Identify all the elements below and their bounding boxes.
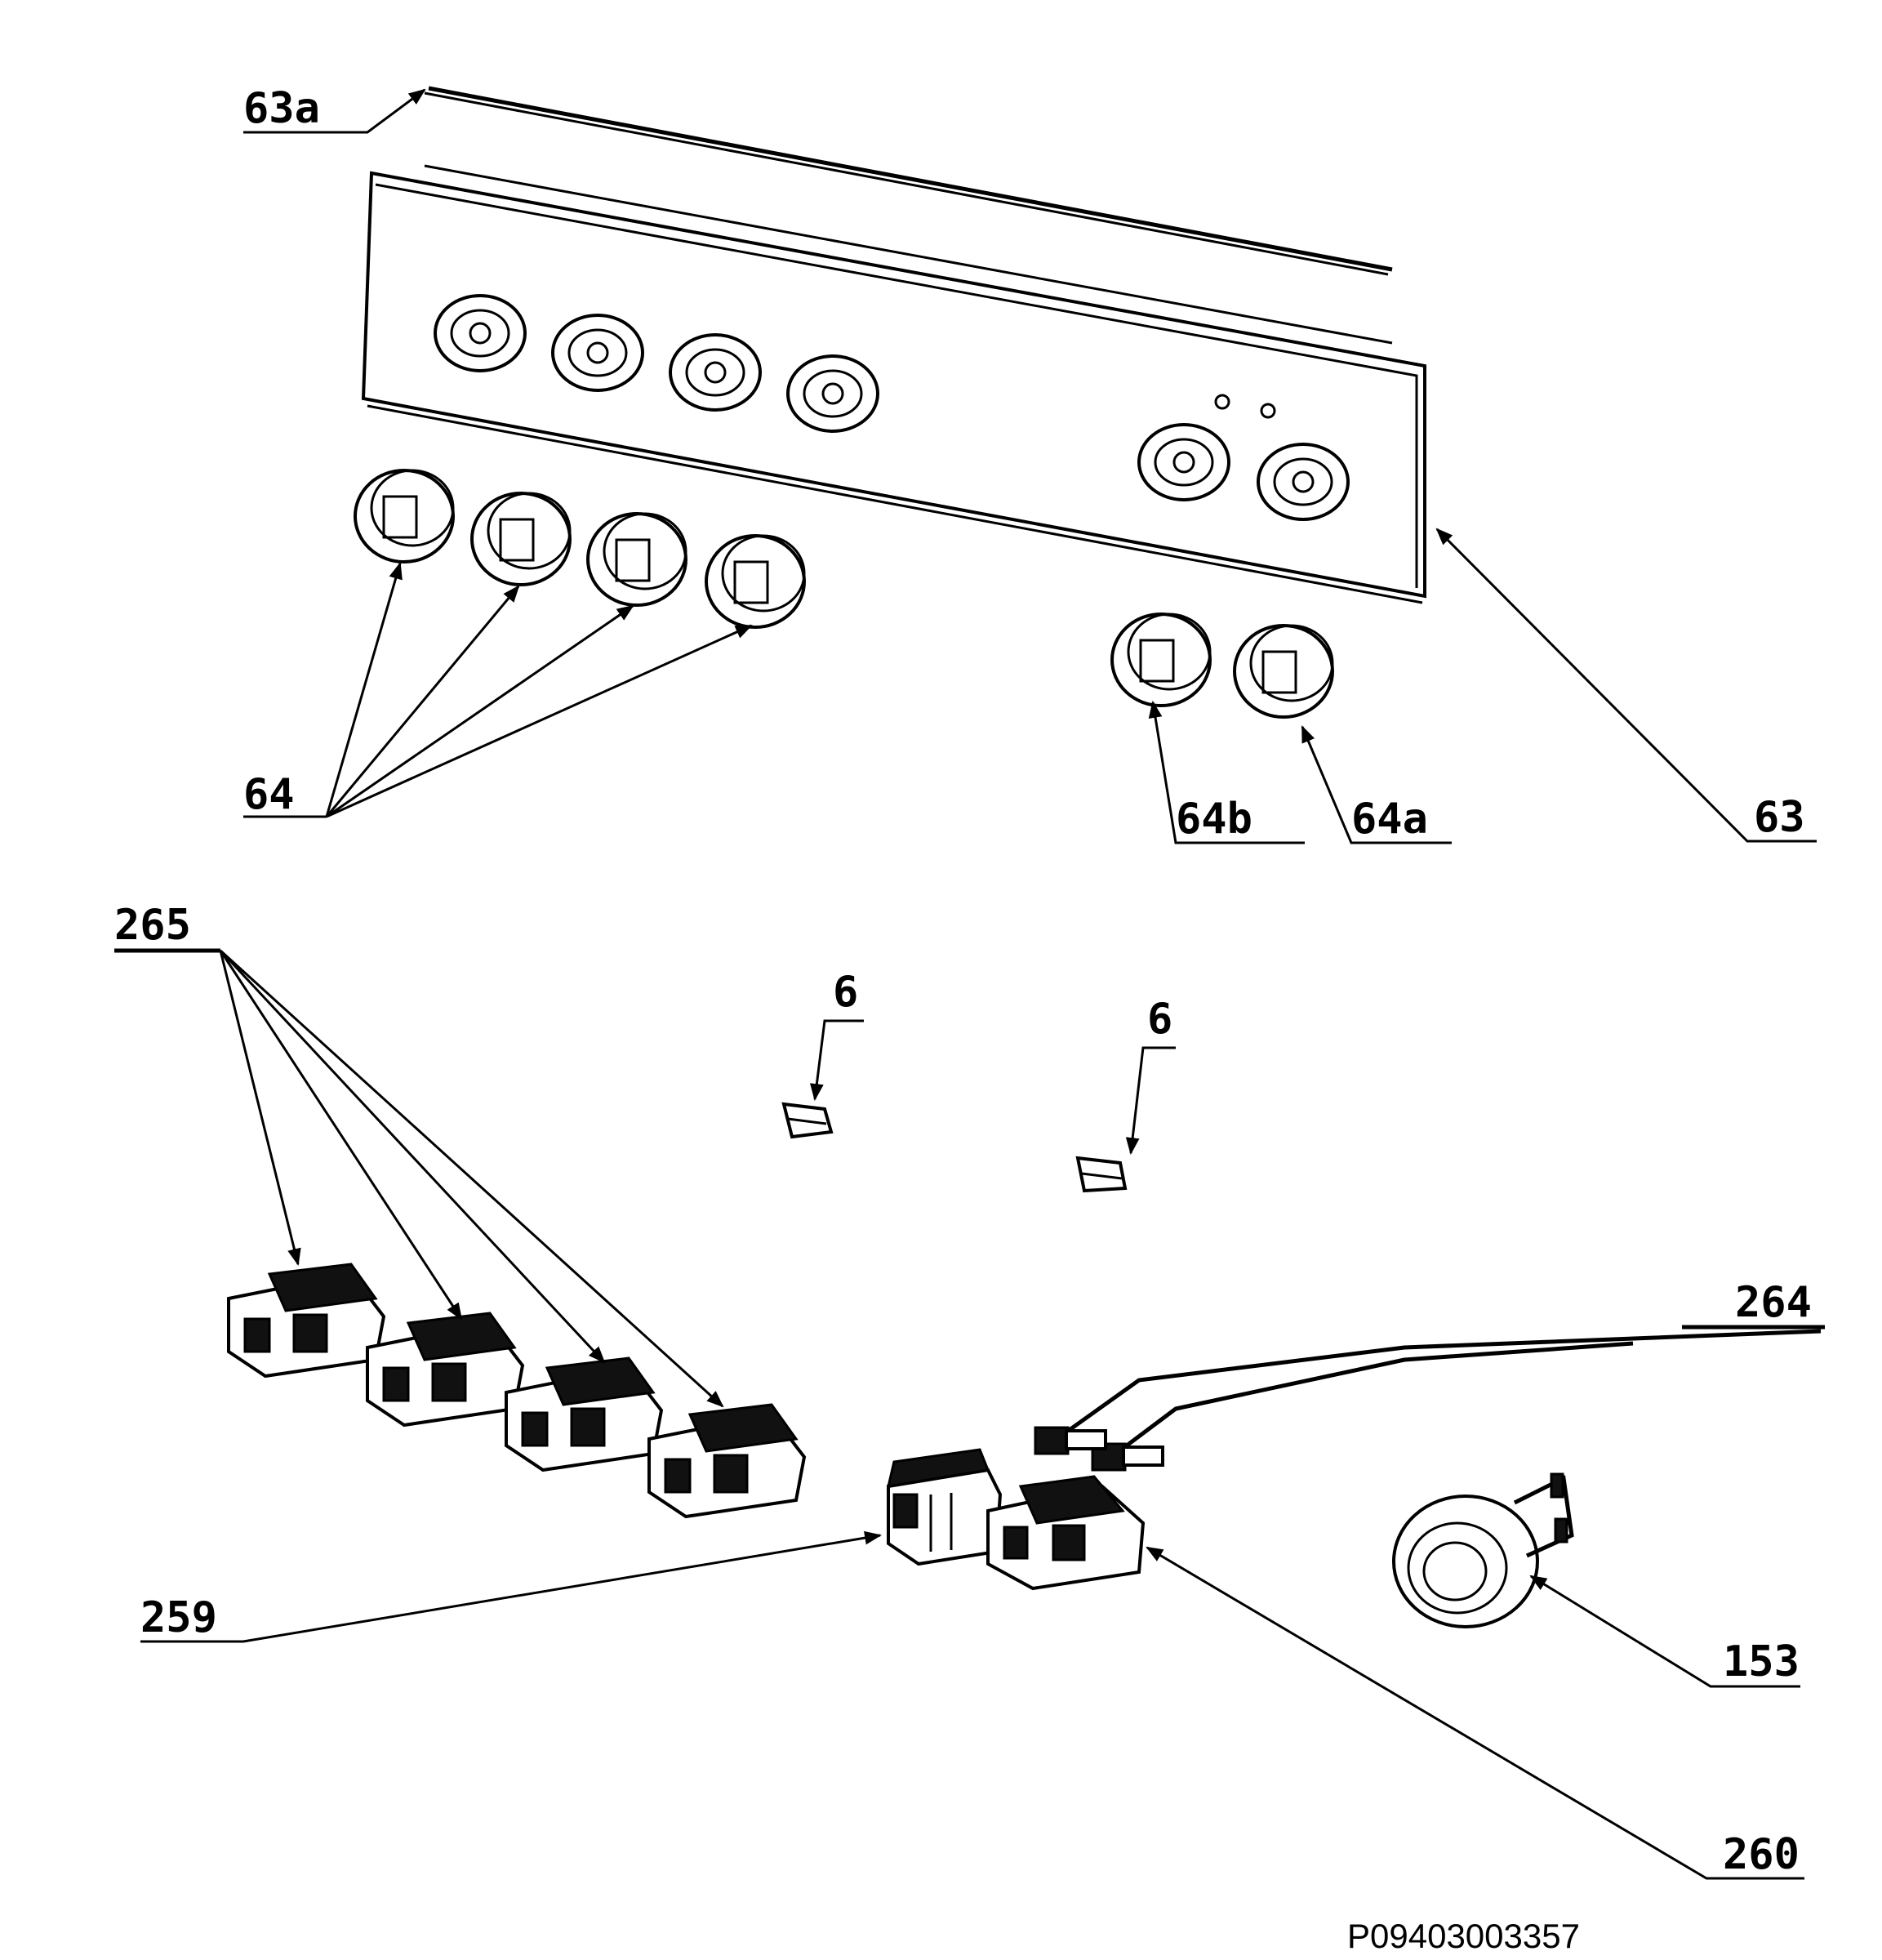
lamp-153: [1392, 1472, 1574, 1628]
trim-strip-63a: [424, 86, 1393, 276]
wires-264: [1034, 1329, 1822, 1472]
part-259: [887, 1448, 1003, 1566]
callout-259: 259: [140, 1593, 217, 1642]
knob-64b: [1110, 612, 1212, 707]
switch: [227, 1263, 386, 1379]
knob: [354, 469, 455, 564]
part-260: [986, 1475, 1146, 1591]
leader-lines: [114, 88, 1825, 1880]
knob: [586, 512, 687, 607]
callout-6-left: 6: [833, 968, 858, 1017]
callout-64b: 64b: [1176, 795, 1252, 844]
callout-63: 63: [1754, 793, 1805, 842]
drawing-code: P09403003357: [1347, 1917, 1580, 1955]
knobs-64: [354, 469, 806, 629]
switch: [366, 1312, 525, 1428]
callout-64a: 64a: [1351, 795, 1428, 844]
clip-6-right: [1075, 1156, 1128, 1193]
knob: [470, 492, 572, 586]
control-panel-63: [361, 164, 1426, 604]
callout-260: 260: [1723, 1830, 1800, 1879]
clip-6-left: [781, 1102, 834, 1139]
callout-labels: 63a 63 64 64b 64a 265 6 6 264 259 153 26…: [114, 84, 1812, 1955]
panel-knob-holes: [434, 294, 1350, 521]
knob: [705, 534, 806, 629]
callout-153: 153: [1723, 1637, 1800, 1686]
switches-265: [227, 1263, 807, 1519]
callout-264: 264: [1735, 1278, 1812, 1327]
knob-64a: [1233, 624, 1334, 719]
callout-6-right: 6: [1147, 995, 1172, 1044]
callout-64: 64: [243, 770, 295, 819]
callout-63a: 63a: [243, 84, 320, 133]
switch: [647, 1403, 807, 1519]
callout-265: 265: [114, 901, 191, 950]
switch: [505, 1356, 664, 1472]
